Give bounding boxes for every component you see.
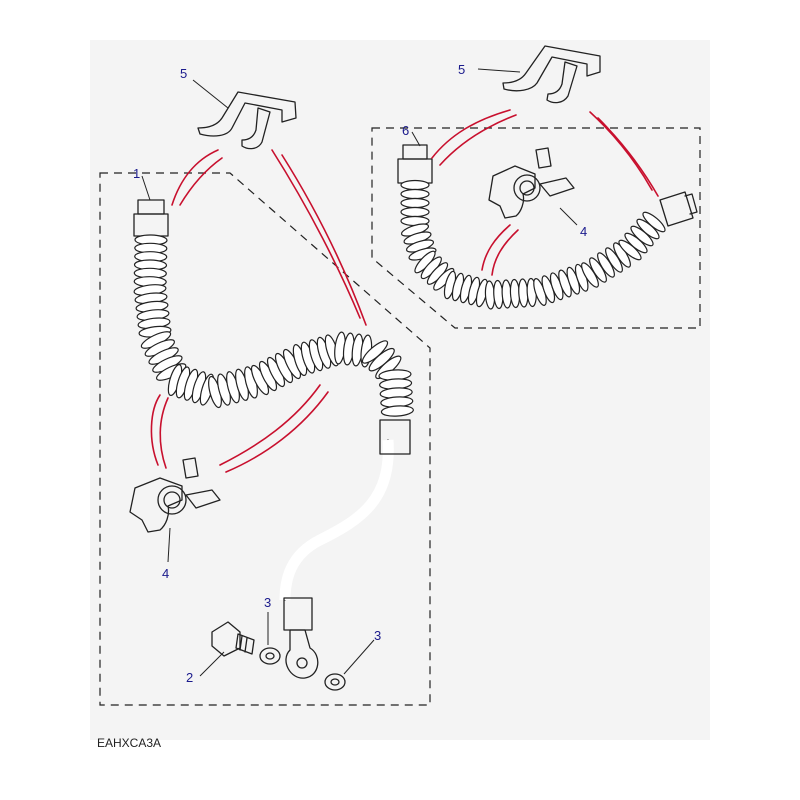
callout-2: 2 — [186, 670, 193, 685]
bracket-4-left — [129, 457, 221, 533]
hose-corrugation-ring — [642, 211, 666, 233]
clip-5-right — [502, 45, 601, 104]
leader-lines — [141, 68, 578, 677]
bracket-4-right — [488, 147, 575, 219]
callout-1: 1 — [133, 166, 140, 181]
hose-corrugation-ring — [400, 206, 430, 218]
fit-lines — [150, 109, 659, 473]
banjo-bolt-2 — [211, 621, 255, 657]
washer-3-right — [324, 673, 346, 691]
callout-6: 6 — [402, 123, 409, 138]
diagram-reference-code: EAHXCA3A — [97, 736, 161, 750]
hose-corrugation-ring — [400, 179, 430, 191]
callout-3-right: 3 — [374, 628, 381, 643]
washer-3-left — [259, 647, 281, 665]
hose-corrugation-ring — [400, 188, 430, 200]
callout-5-left: 5 — [180, 66, 187, 81]
clip-5-left — [197, 91, 297, 150]
callout-4-left: 4 — [162, 566, 169, 581]
hose-assembly-1 — [133, 199, 414, 679]
hose-corrugation-ring — [400, 197, 430, 209]
hose-assembly-6 — [397, 144, 698, 310]
callout-5-right: 5 — [458, 62, 465, 77]
assembly-1-dashed-outline — [99, 172, 431, 706]
hose-corrugation-ring — [380, 405, 414, 417]
assembly-6-dashed-outline — [371, 127, 701, 329]
callout-3-left: 3 — [264, 595, 271, 610]
callout-4-right: 4 — [580, 224, 587, 239]
